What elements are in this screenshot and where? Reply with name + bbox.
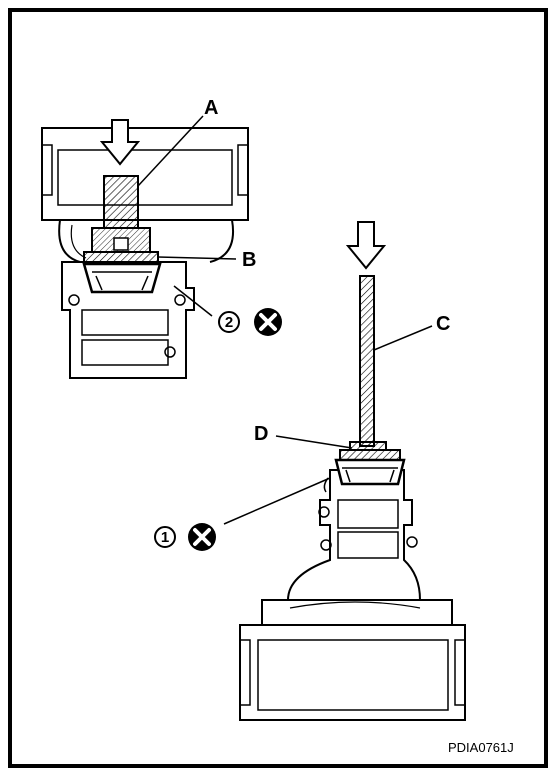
upper-leader-lines [137,115,237,317]
plate-b [83,251,159,263]
x-mark-icon [254,308,282,336]
callout-number-1: 1 [154,526,176,548]
drift-c [359,275,375,447]
lower-leader-lines [223,325,433,525]
callout-a: A [204,97,219,119]
lower-assembly [239,469,466,721]
callout-d: D [254,423,269,445]
bearing-lower [323,458,406,493]
callout-number-2: 2 [218,311,240,333]
callout-c: C [436,313,451,335]
plate-d [339,441,401,461]
bearing-upper [82,262,162,294]
down-arrow-icon [99,119,141,166]
figure-code: PDIA0761J [448,740,514,755]
tool-a [91,175,151,253]
diagram-frame [8,8,548,768]
down-arrow-icon [345,221,387,270]
x-mark-icon [188,523,216,551]
callout-b: B [242,249,257,271]
